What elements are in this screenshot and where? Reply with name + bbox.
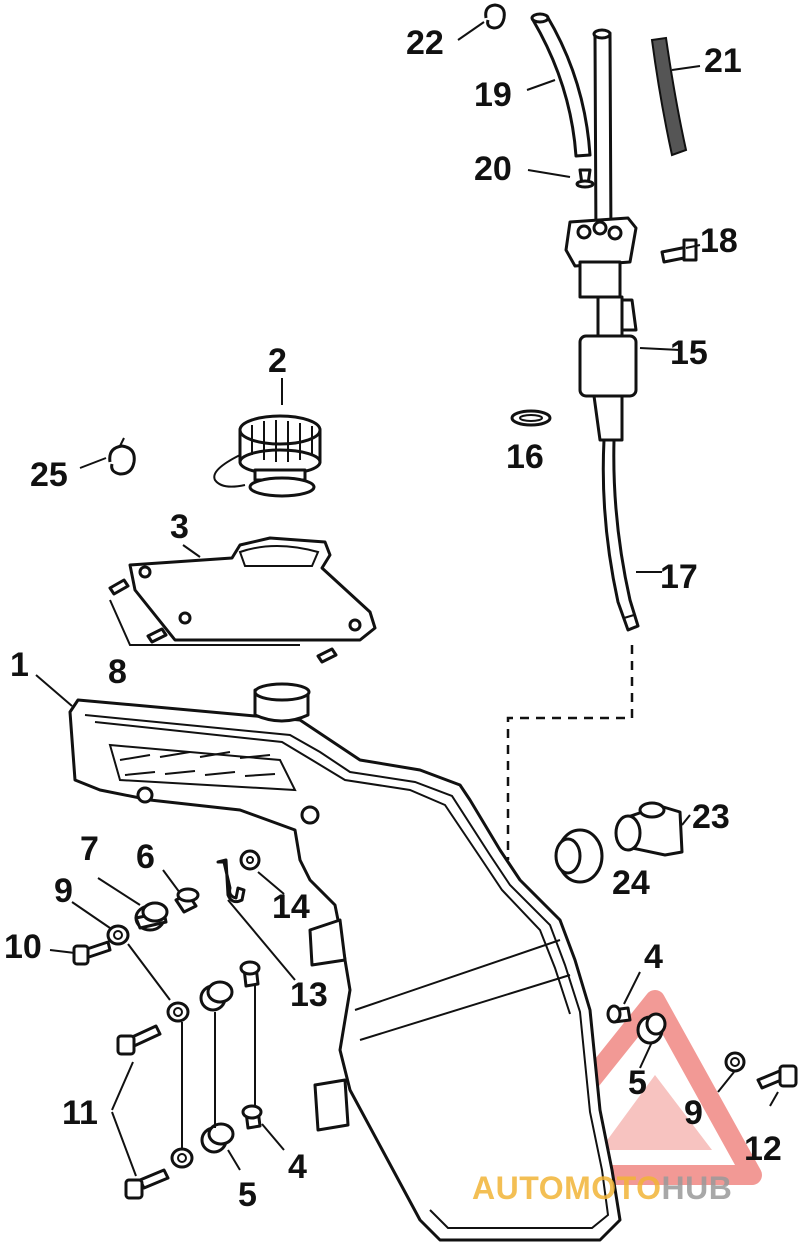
callout-12: 12 [744,1130,782,1168]
mesh-sleeve-21 [650,36,688,157]
callout-16: 16 [506,438,544,476]
callout-15: 15 [670,334,708,372]
washer-9-right [724,1051,746,1073]
washer-9-left [106,924,130,946]
callout-4-left: 4 [288,1148,307,1186]
clamp-25 [108,437,136,476]
leader-lines [35,21,779,1177]
callout-1: 1 [10,646,29,684]
callout-24: 24 [612,864,650,902]
screw-18 [660,238,698,264]
connection-dashed-line [506,645,634,860]
watermark-text: AUTOMOTOHUB [472,1170,732,1207]
oil-cap [213,414,322,498]
watermark-auto: AUTO [472,1170,565,1206]
bracket-plate [128,536,377,642]
callout-8: 8 [108,653,127,691]
hose-19 [530,12,613,247]
bushing-5-right [636,1012,667,1045]
bolts-11 [116,1024,170,1200]
grommet-24 [554,828,604,884]
callout-11: 11 [62,1094,98,1132]
callout-5-right: 5 [628,1064,647,1102]
tube-17 [601,438,640,632]
callout-13: 13 [290,976,328,1014]
callout-18: 18 [700,222,738,260]
callout-10: 10 [4,928,42,966]
stud-4-left [239,960,263,1130]
callout-5-left: 5 [238,1176,257,1214]
bracket-screws [108,578,338,664]
callout-23: 23 [692,798,730,836]
pin-20 [575,168,595,189]
callout-19: 19 [474,76,512,114]
fitting-23 [614,801,684,857]
callout-20: 20 [474,150,512,188]
bolt-10 [72,940,112,966]
callout-2: 2 [268,342,287,380]
callout-21: 21 [704,42,742,80]
clamp-22 [484,3,506,30]
nut-14 [239,849,261,871]
callout-9-right: 9 [684,1094,703,1132]
callout-9-left: 9 [54,872,73,910]
callout-14: 14 [272,888,310,926]
callout-4-right: 4 [644,938,663,976]
stud-4-right [606,1004,632,1024]
bushing-5-left [199,980,235,1154]
oil-tank [68,682,622,1242]
washer-9-middle [166,1001,194,1169]
bolt-12 [756,1064,798,1090]
bushing-7 [134,901,169,932]
clip-13 [216,858,246,904]
watermark-moto: MOTO [564,1170,662,1206]
callout-3: 3 [170,508,189,546]
washer-16 [510,409,552,427]
callout-17: 17 [660,558,698,596]
watermark-hub: HUB [661,1170,733,1206]
pickup-15 [564,216,638,442]
callout-7: 7 [80,830,99,868]
callout-6: 6 [136,838,155,876]
stud-6 [174,887,200,914]
callout-22: 22 [406,24,444,62]
callout-25: 25 [30,456,68,494]
